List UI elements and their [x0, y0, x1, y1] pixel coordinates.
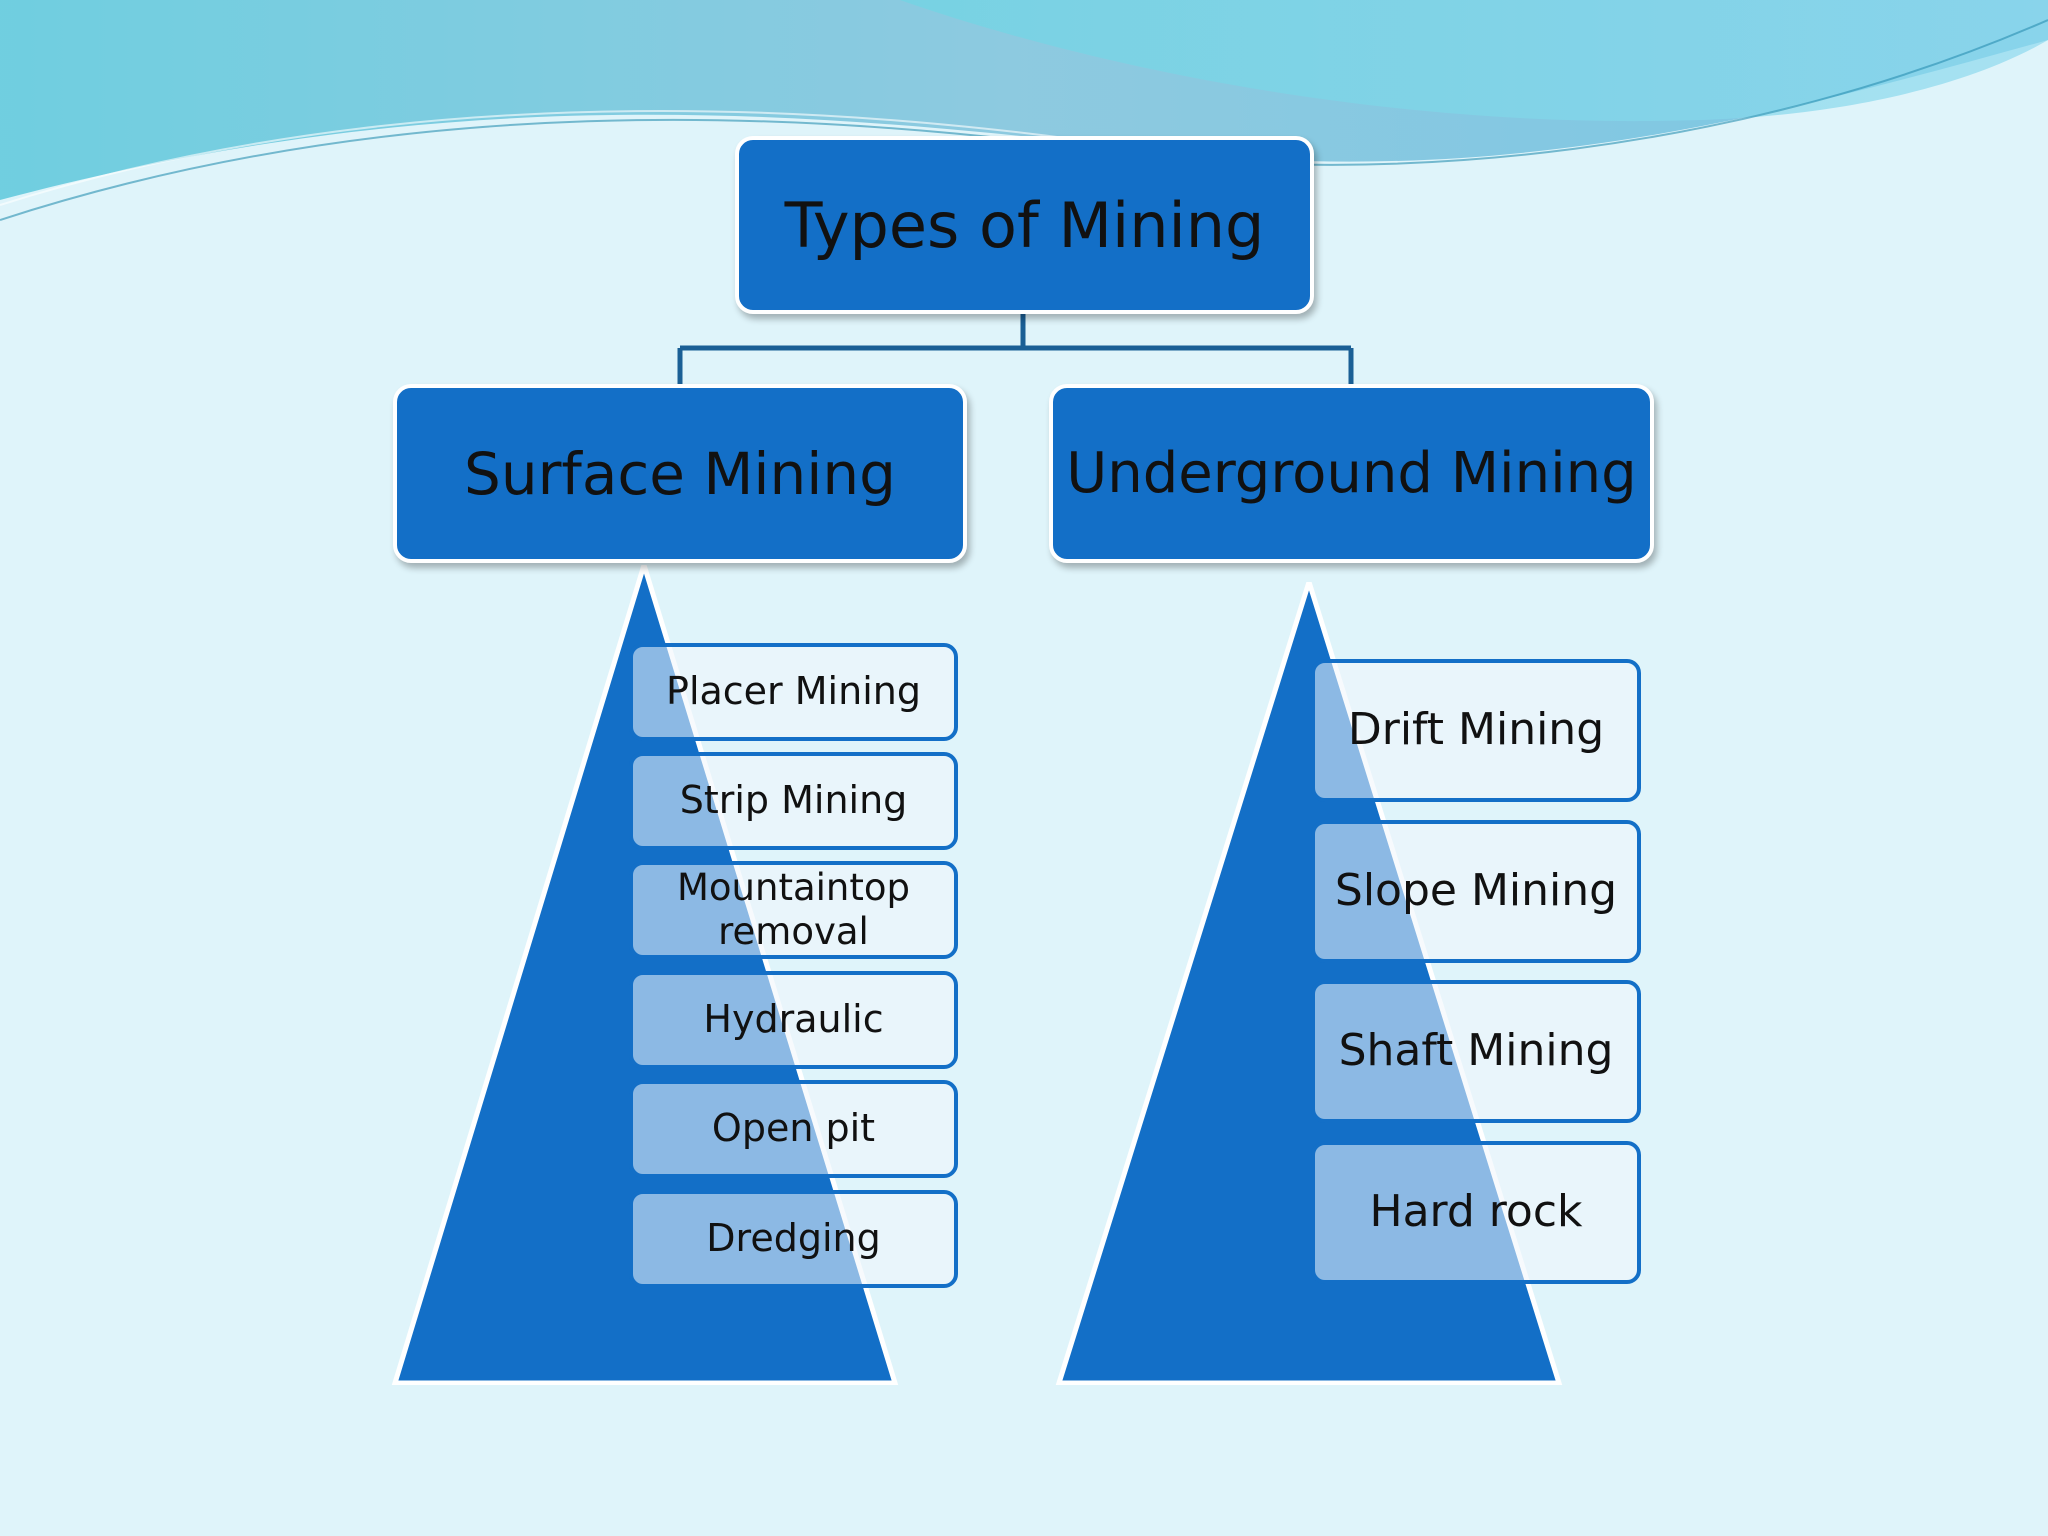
list-item-label: Drift Mining: [1347, 704, 1605, 756]
surface-item-mountaintop-removal: Mountaintop removal: [629, 861, 958, 959]
branch-node-underground-mining: Underground Mining: [1049, 384, 1654, 563]
branch-node-label: Surface Mining: [464, 439, 896, 508]
root-connector: [677, 314, 1354, 384]
surface-item-strip-mining: Strip Mining: [629, 752, 958, 850]
list-item-label: Mountaintop removal: [676, 865, 910, 953]
underground-item-hard-rock: Hard rock: [1311, 1141, 1641, 1284]
branch-node-label: Underground Mining: [1066, 441, 1637, 506]
root-node-label: Types of Mining: [784, 188, 1265, 262]
list-item-label: Strip Mining: [679, 778, 908, 823]
list-item-label: Hydraulic: [703, 997, 884, 1042]
list-item-label: Hard rock: [1369, 1186, 1583, 1238]
surface-item-dredging: Dredging: [629, 1190, 958, 1288]
surface-item-placer-mining: Placer Mining: [629, 643, 958, 741]
underground-item-drift-mining: Drift Mining: [1311, 659, 1641, 802]
background-waves: [0, 0, 2048, 221]
list-item-label: Slope Mining: [1334, 865, 1618, 917]
surface-item-hydraulic: Hydraulic: [629, 971, 958, 1069]
list-item-label: Shaft Mining: [1338, 1025, 1614, 1077]
underground-item-shaft-mining: Shaft Mining: [1311, 980, 1641, 1123]
list-item-label: Placer Mining: [666, 669, 921, 714]
list-item-label: Dredging: [706, 1216, 881, 1261]
branch-node-surface-mining: Surface Mining: [393, 384, 967, 563]
underground-item-slope-mining: Slope Mining: [1311, 820, 1641, 963]
surface-item-open-pit: Open pit: [629, 1080, 958, 1178]
list-item-label: Open pit: [711, 1106, 876, 1151]
root-node-types-of-mining: Types of Mining: [735, 136, 1314, 314]
